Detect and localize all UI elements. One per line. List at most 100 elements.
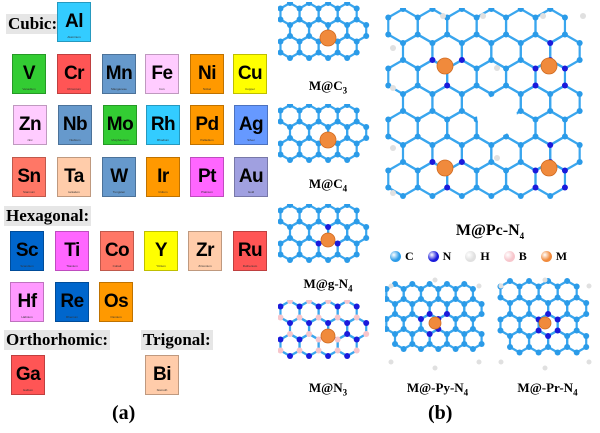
atom-sphere-icon (540, 251, 552, 262)
atom (547, 40, 554, 46)
atom (334, 251, 341, 258)
atom (526, 344, 533, 350)
atom (296, 240, 303, 247)
atom (429, 57, 436, 63)
atom (458, 193, 465, 199)
element-name: Hafnium (21, 315, 33, 319)
atom (306, 300, 313, 304)
atom (315, 347, 322, 354)
atom (417, 346, 424, 352)
atom (478, 341, 485, 347)
atom-sphere-icon (503, 251, 515, 262)
hydrogen-atom (498, 359, 504, 365)
element-name: Osmium (110, 315, 122, 319)
atom (561, 133, 568, 140)
atom (392, 341, 398, 347)
atom (414, 133, 421, 140)
atom (517, 142, 524, 148)
atom (287, 135, 293, 141)
atom-sphere-icon (427, 251, 439, 262)
atom (315, 151, 322, 158)
atom (392, 331, 398, 337)
structure-m-at-n3 (278, 300, 370, 359)
element-name: Copper (245, 87, 255, 91)
atom (473, 31, 480, 38)
atom (325, 55, 332, 61)
atom (461, 301, 468, 307)
element-name: Vanadium (22, 87, 36, 91)
hydrogen-atom (480, 13, 486, 19)
label-m-at-c4: M@C4 (308, 176, 348, 194)
atom (452, 346, 459, 352)
atom (334, 49, 341, 56)
atom (278, 218, 284, 225)
atom (296, 347, 303, 354)
atom (353, 207, 360, 214)
hydrogen-atom (542, 365, 548, 371)
atom (325, 2, 332, 6)
element-symbol: Ga (15, 364, 41, 385)
atom (400, 40, 406, 46)
panel-label-a: (a) (112, 402, 136, 424)
atom (444, 31, 451, 38)
atom (344, 224, 351, 230)
atom (503, 184, 510, 191)
atom (392, 301, 398, 307)
atom (325, 353, 332, 359)
element-name: Iridium (158, 190, 168, 194)
atom (507, 311, 513, 317)
group-label-cubic: Cubic: (6, 14, 60, 34)
metal-atom (436, 57, 454, 75)
label-m-at-pc-n4: M@Pc-N4 (455, 222, 525, 242)
atom (516, 294, 523, 301)
atom (400, 57, 406, 63)
atom (287, 55, 293, 61)
atom (287, 224, 293, 230)
legend-label: C (405, 249, 414, 263)
atom (353, 49, 360, 56)
atom (287, 257, 293, 263)
hydrogen-atom (388, 283, 394, 289)
atom (576, 159, 583, 165)
atom (385, 296, 390, 302)
element-name: Gold (247, 190, 255, 194)
atom (417, 316, 424, 322)
atom (353, 38, 360, 45)
element-name: Manganese (111, 87, 127, 91)
atom (444, 116, 451, 123)
structure-m-at-g-n4 (278, 204, 370, 263)
atom (325, 204, 332, 208)
hydrogen-atom (390, 45, 396, 51)
atom (278, 107, 284, 114)
atom (409, 311, 416, 317)
atom (507, 300, 513, 306)
atom (461, 311, 468, 317)
atom (461, 281, 468, 287)
atom (385, 14, 392, 21)
atom (564, 333, 571, 339)
atom (458, 142, 465, 148)
atom (497, 316, 504, 323)
atom (409, 341, 416, 347)
atom (315, 251, 322, 258)
atom (443, 341, 450, 347)
atom (306, 2, 313, 6)
legend-item-m: M (540, 249, 567, 264)
hydrogen-atom (432, 365, 438, 371)
atom (385, 133, 392, 140)
atom (488, 8, 495, 12)
element-symbol: Ni (198, 63, 217, 84)
atom (287, 353, 293, 359)
metal-atom (319, 131, 337, 149)
atom (414, 31, 421, 38)
atom (526, 300, 533, 306)
element-name: Aluminum (67, 35, 81, 39)
legend-item-n: N (427, 249, 451, 264)
atom (426, 331, 433, 337)
atom (503, 65, 510, 72)
atom (325, 224, 332, 230)
